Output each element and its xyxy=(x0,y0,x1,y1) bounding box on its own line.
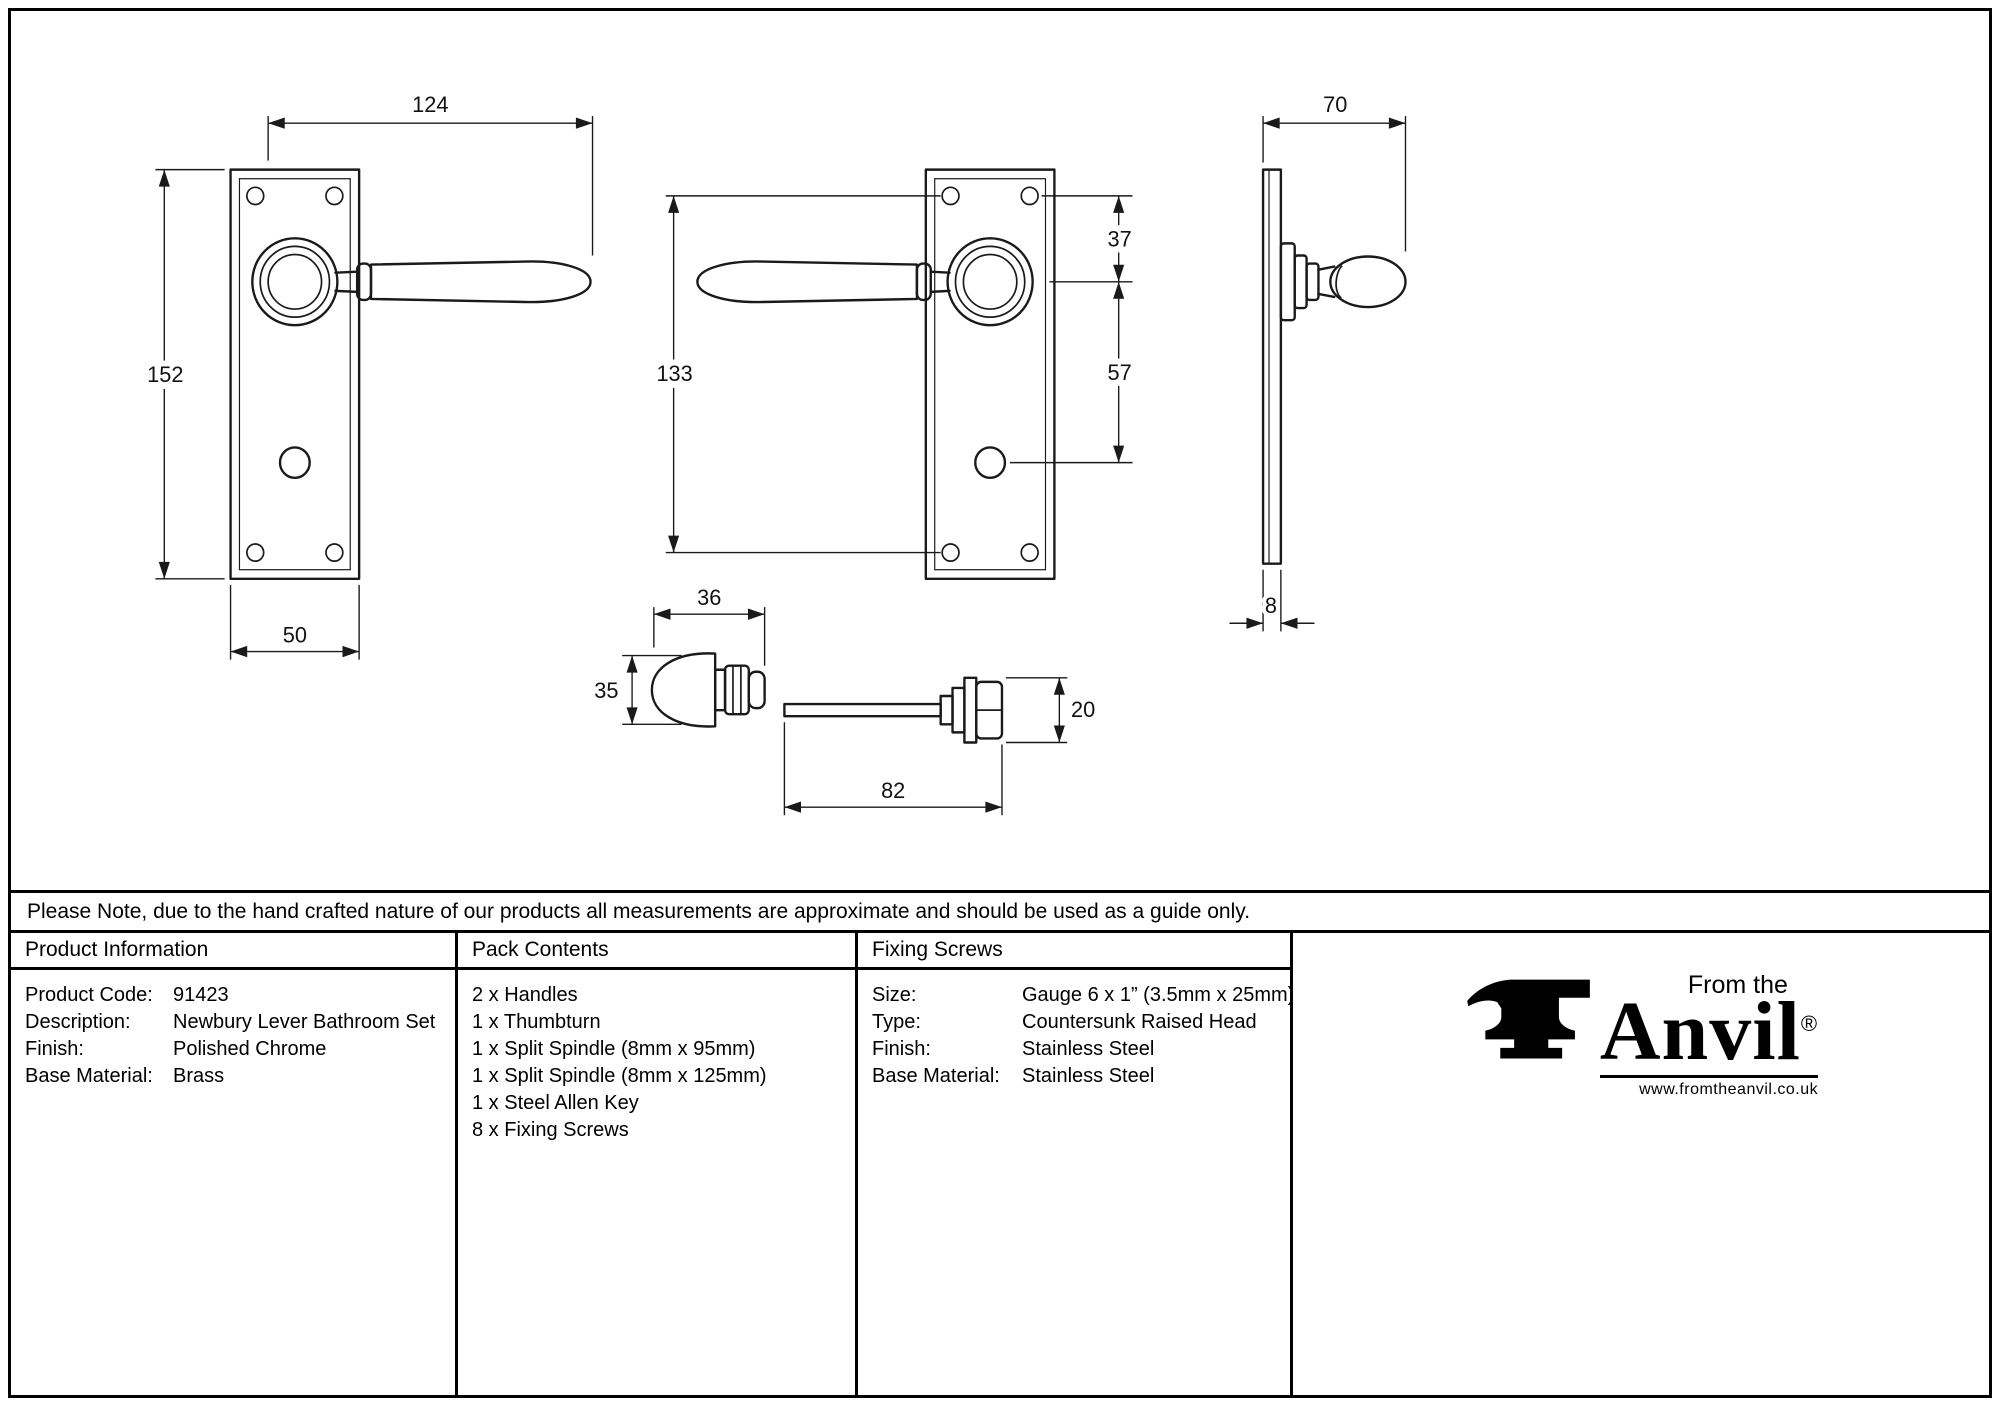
dim-label-plate-height: 152 xyxy=(147,362,183,387)
side-view-drawing: 70 8 xyxy=(1229,88,1407,632)
fixing-screws-header: Fixing Screws xyxy=(858,933,1293,970)
fixing-row: Size:Gauge 6 x 1” (3.5mm x 25mm) xyxy=(872,984,1295,1006)
front-view-drawing: 124 152 50 xyxy=(142,88,594,660)
dim-label-spindle-length: 82 xyxy=(881,778,905,803)
pack-item: 1 x Thumbturn xyxy=(472,1011,601,1033)
dim-label-plate-width: 50 xyxy=(283,622,307,647)
dim-label-fixing-centres: 133 xyxy=(656,361,692,386)
logo-rule xyxy=(1599,1074,1819,1078)
dim-label-lever-length: 124 xyxy=(412,92,448,117)
dim-label-spindle-to-turn: 57 xyxy=(1108,360,1132,385)
brand-logo: From the Anvil® www.fromtheanvil.co.uk xyxy=(1323,973,1959,1099)
product-information-cell: Product Code:91423 Description:Newbury L… xyxy=(11,970,458,1395)
product-row: Base Material:Brass xyxy=(25,1065,225,1087)
spec-sheet: 124 152 50 xyxy=(8,8,1992,1398)
pack-item: 1 x Steel Allen Key xyxy=(472,1092,639,1114)
fixing-row: Base Material:Stainless Steel xyxy=(872,1065,1155,1087)
product-row: Finish:Polished Chrome xyxy=(25,1038,327,1060)
front-view-dimensioned-drawing: 133 37 57 xyxy=(650,168,1142,581)
product-information-header: Product Information xyxy=(11,933,458,970)
logo-brand-name: Anvil® xyxy=(1599,985,1819,1078)
dim-label-top-to-spindle: 37 xyxy=(1108,226,1132,251)
technical-drawing-area: 124 152 50 xyxy=(11,11,1989,890)
disclaimer-text: Please Note, due to the hand crafted nat… xyxy=(27,899,1251,923)
fixing-row: Finish:Stainless Steel xyxy=(872,1038,1155,1060)
logo-tagline: From the xyxy=(1687,971,1788,999)
product-row: Description:Newbury Lever Bathroom Set xyxy=(25,1011,436,1033)
pack-contents-header: Pack Contents xyxy=(458,933,858,970)
dim-label-release-height: 20 xyxy=(1071,697,1095,722)
product-row: Product Code:91423 xyxy=(25,984,229,1006)
pack-item: 8 x Fixing Screws xyxy=(472,1119,629,1141)
pack-item: 1 x Split Spindle (8mm x 95mm) xyxy=(472,1038,756,1060)
registered-mark: ® xyxy=(1800,1011,1819,1036)
product-info-table: Product Information Pack Contents Fixing… xyxy=(11,930,1989,1395)
dim-label-plate-thickness: 8 xyxy=(1265,593,1277,618)
brand-logo-cell: From the Anvil® www.fromtheanvil.co.uk xyxy=(1293,933,1989,1395)
dim-label-turn-height: 35 xyxy=(594,678,618,703)
anvil-icon xyxy=(1467,979,1590,1059)
pack-contents-cell: 2 x Handles 1 x Thumbturn 1 x Split Spin… xyxy=(458,970,858,1395)
fixing-row: Type:Countersunk Raised Head xyxy=(872,1011,1257,1033)
fixing-screws-cell: Size:Gauge 6 x 1” (3.5mm x 25mm) Type:Co… xyxy=(858,970,1295,1395)
logo-website: www.fromtheanvil.co.uk xyxy=(1639,1080,1819,1098)
disclaimer-note: Please Note, due to the hand crafted nat… xyxy=(11,890,1989,930)
dim-label-turn-width: 36 xyxy=(697,585,721,610)
dim-label-side-width: 70 xyxy=(1323,92,1347,117)
thumbturn-spindle-drawing: 36 35 82 xyxy=(590,581,1099,816)
pack-item: 1 x Split Spindle (8mm x 125mm) xyxy=(472,1065,767,1087)
pack-item: 2 x Handles xyxy=(472,984,578,1006)
technical-drawing: 124 152 50 xyxy=(142,88,1407,816)
